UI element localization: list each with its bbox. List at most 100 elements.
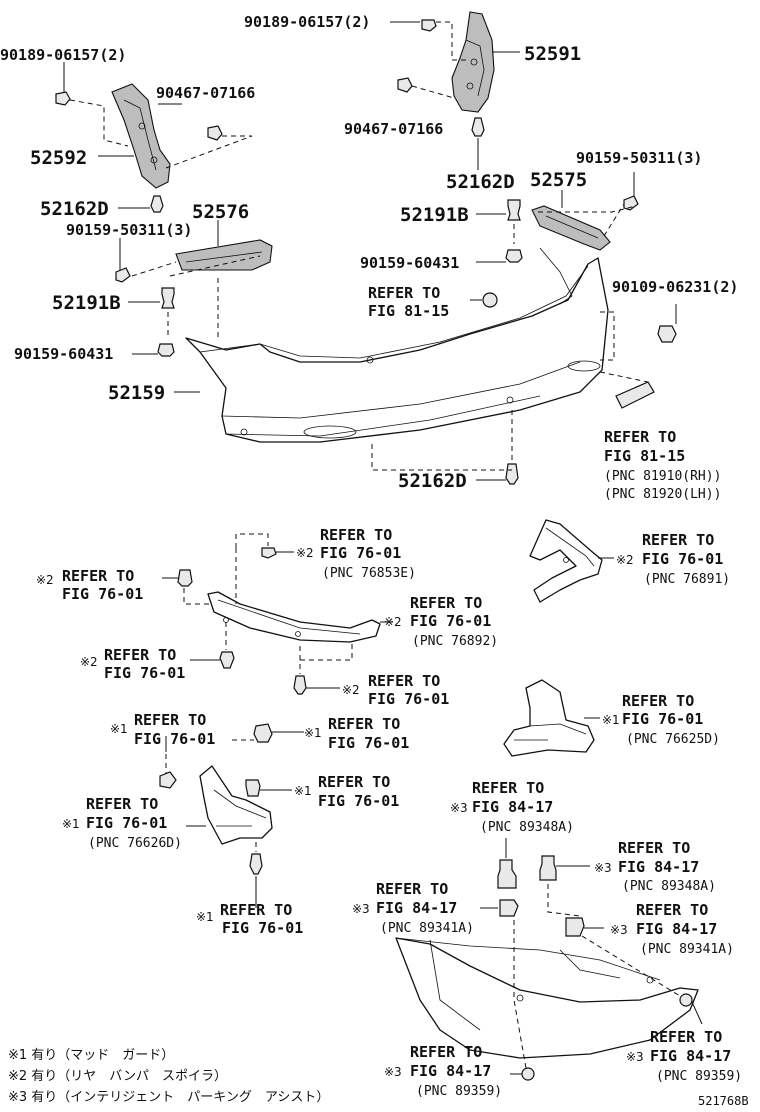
svg-text:FIG 76-01: FIG 76-01: [320, 544, 401, 562]
ref-fig-76-01-spoiler-clip-left: ※2 REFER TO FIG 76-01: [36, 567, 143, 603]
legend: ※1 有り（マッド ガード） ※2 有り（リヤ バンパ スポイラ） ※3 有り（…: [8, 1048, 329, 1105]
clip-52162d-top: [471, 117, 485, 137]
spoiler-76891: [529, 519, 603, 603]
ref-fig-76-01-mudguard-left-clip: ※1 REFER TO FIG 76-01: [110, 711, 215, 748]
label-90189-06157-left: 90189-06157(2): [0, 46, 126, 64]
ref-fig-76-01-76625d: ※1 REFER TO FIG 76-01 (PNC 76625D): [602, 692, 720, 747]
label-52591: 52591: [524, 43, 581, 65]
retainer-52575: [531, 205, 611, 251]
bolt-90159-50311-right: [623, 195, 639, 211]
svg-text:(PNC 89348A): (PNC 89348A): [480, 820, 574, 835]
clip-52162d-bottom: [505, 463, 519, 485]
svg-text:(PNC 89348A): (PNC 89348A): [622, 879, 716, 894]
svg-text:※1: ※1: [110, 722, 128, 736]
svg-text:※1: ※1: [602, 713, 620, 727]
svg-text:REFER TO: REFER TO: [104, 646, 176, 664]
label-52592: 52592: [30, 147, 87, 169]
svg-text:(PNC 76853E): (PNC 76853E): [322, 566, 416, 581]
clip-spoiler-left: [177, 569, 193, 587]
svg-text:(PNC 89359): (PNC 89359): [656, 1069, 742, 1084]
svg-text:※3: ※3: [352, 902, 370, 916]
svg-text:(PNC 76626D): (PNC 76626D): [88, 836, 182, 851]
svg-text:※2: ※2: [80, 655, 98, 669]
ref-fig-84-17-89348a-left: ※3 REFER TO FIG 84-17 (PNC 89348A): [450, 779, 574, 835]
label-52162d-bottom: 52162D: [398, 470, 467, 492]
clip-90467-right: [397, 77, 413, 93]
mudguard-76626d: [199, 765, 273, 845]
label-90159-60431-left: 90159-60431: [14, 345, 113, 363]
svg-text:FIG 84-17: FIG 84-17: [376, 899, 457, 917]
sensor-89359-left: [521, 1067, 535, 1081]
bolt-spoiler-left: [219, 651, 235, 669]
svg-text:※2: ※2: [36, 573, 54, 587]
ref-fig-76-01-spoiler-bolt-bottom: ※2 REFER TO FIG 76-01: [342, 672, 449, 708]
svg-text:FIG 81-15: FIG 81-15: [368, 302, 449, 320]
svg-text:REFER TO: REFER TO: [368, 672, 440, 690]
ref-fig-76-01-76891: ※2 REFER TO FIG 76-01 (PNC 76891): [616, 531, 730, 587]
sensor-89359-right: [679, 993, 693, 1007]
svg-text:FIG 76-01: FIG 76-01: [410, 612, 491, 630]
clip-90467-left: [207, 125, 223, 141]
svg-text:REFER TO: REFER TO: [86, 795, 158, 813]
clip-52191b-left: [161, 287, 175, 309]
ref-fig-76-01-spoiler-bolt-left: ※2 REFER TO FIG 76-01: [80, 646, 185, 682]
label-90109-06231: 90109-06231(2): [612, 278, 738, 296]
clip-52162d-left: [150, 195, 164, 213]
svg-text:REFER TO: REFER TO: [410, 1043, 482, 1061]
bolt-spoiler-bottom: [293, 675, 307, 695]
label-90159-50311-left: 90159-50311(3): [66, 221, 192, 239]
mudguard-76625d: [503, 679, 595, 757]
svg-text:REFER TO: REFER TO: [318, 773, 390, 791]
svg-text:(PNC 89359): (PNC 89359): [416, 1084, 502, 1099]
bolt-90159-50311-left: [115, 267, 131, 283]
svg-text:(PNC 76891): (PNC 76891): [644, 572, 730, 587]
svg-text:FIG 76-01: FIG 76-01: [622, 710, 703, 728]
ref-fig-84-17-89341a-right: ※3 REFER TO FIG 84-17 (PNC 89341A): [610, 901, 734, 957]
label-90189-06157-right: 90189-06157(2): [244, 13, 370, 31]
svg-text:※3: ※3: [450, 801, 468, 815]
svg-text:※2: ※2: [342, 683, 360, 697]
svg-text:REFER TO: REFER TO: [320, 526, 392, 544]
svg-text:FIG 84-17: FIG 84-17: [650, 1047, 731, 1065]
clip-76853e: [261, 547, 277, 559]
svg-text:※2: ※2: [616, 553, 634, 567]
svg-text:(PNC 89341A): (PNC 89341A): [380, 921, 474, 936]
bolt-90159-60431-left: [157, 343, 175, 357]
figure-code: 521768B: [698, 1094, 749, 1108]
ref-fig-76-01-76892: ※2 REFER TO FIG 76-01 (PNC 76892): [384, 594, 498, 649]
label-52576: 52576: [192, 201, 249, 223]
svg-text:REFER TO: REFER TO: [220, 901, 292, 919]
svg-text:(PNC 76625D): (PNC 76625D): [626, 732, 720, 747]
label-90159-60431-right: 90159-60431: [360, 254, 459, 272]
svg-text:FIG 76-01: FIG 76-01: [318, 792, 399, 810]
screw-mudguard-bottom: [249, 853, 263, 875]
svg-text:REFER TO: REFER TO: [328, 715, 400, 733]
svg-text:※3: ※3: [384, 1065, 402, 1079]
legend-item-3: ※3 有り（インテリジェント パーキング アシスト）: [8, 1090, 329, 1105]
svg-text:※3: ※3: [626, 1050, 644, 1064]
label-90467-07166-right: 90467-07166: [344, 120, 443, 138]
label-90467-07166-left: 90467-07166: [156, 84, 255, 102]
ref-fig-76-01-mudguard-right-clip: ※1 REFER TO FIG 76-01: [294, 773, 399, 810]
svg-text:FIG 76-01: FIG 76-01: [86, 814, 167, 832]
label-90159-50311-right: 90159-50311(3): [576, 149, 702, 167]
spoiler-76892: [207, 591, 381, 643]
clip-mudguard-top: [253, 723, 273, 743]
label-52191b-left: 52191B: [52, 292, 121, 314]
svg-text:FIG 76-01: FIG 76-01: [222, 919, 303, 937]
bolt-90159-60431-right: [505, 249, 523, 263]
svg-text:※1: ※1: [196, 910, 214, 924]
bracket-52592: [111, 83, 171, 189]
clip-90189-left: [55, 91, 71, 106]
svg-text:(PNC 81920(LH)): (PNC 81920(LH)): [604, 487, 721, 502]
label-52162d-right: 52162D: [446, 171, 515, 193]
svg-text:(PNC 76892): (PNC 76892): [412, 634, 498, 649]
clip-refer-81-15: [482, 292, 498, 308]
svg-text:FIG 84-17: FIG 84-17: [472, 798, 553, 816]
clip-52191b-right: [507, 199, 521, 221]
svg-text:(PNC 81910(RH)): (PNC 81910(RH)): [604, 469, 721, 484]
svg-text:REFER TO: REFER TO: [622, 692, 694, 710]
ref-fig-81-15-reflector: REFER TO FIG 81-15 (PNC 81910(RH)) (PNC …: [604, 428, 721, 502]
svg-text:REFER TO: REFER TO: [62, 567, 134, 585]
